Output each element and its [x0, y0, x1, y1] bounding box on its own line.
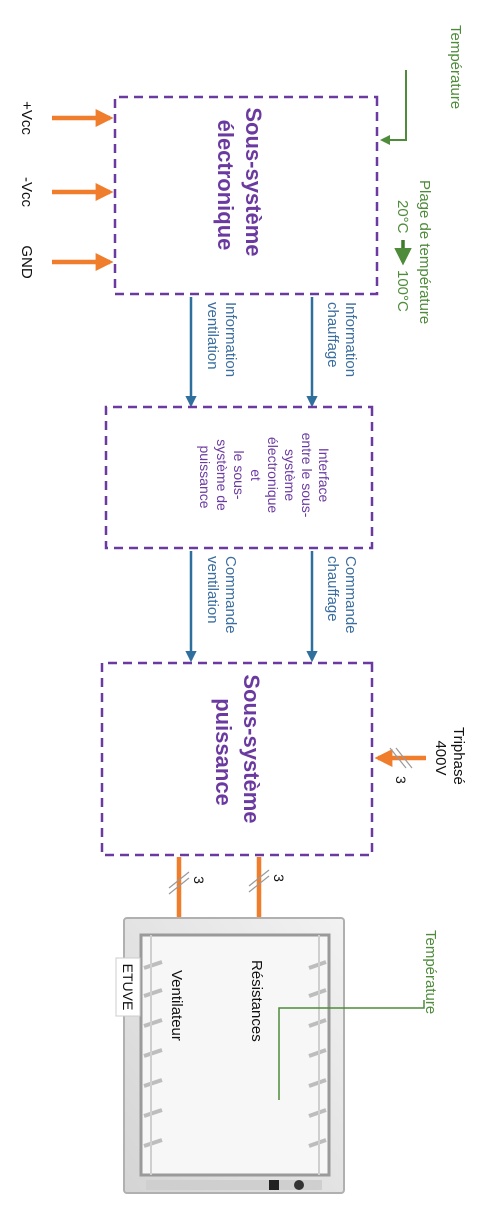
- supply-label-gnd: GND: [18, 245, 35, 279]
- cmd-ventilation-label: Commande ventilation: [204, 556, 239, 638]
- cmd-heating-line-2: chauffage: [324, 556, 341, 622]
- heater-wire-count: 3: [271, 874, 287, 882]
- info-ventilation-line-1: Information: [222, 302, 239, 377]
- oven-door-frame: [139, 933, 331, 1177]
- information-links: Information chauffage Information ventil…: [185, 297, 359, 408]
- three-phase-input: Triphasé 400V 3: [374, 727, 467, 789]
- command-links: Commande chauffage Commande ventilation: [185, 551, 359, 663]
- power-title-line-1: Sous-système: [239, 674, 264, 823]
- heater-wire-mark-2: [248, 875, 270, 893]
- fan-wire-count: 3: [191, 876, 207, 884]
- interface-line-7: système de: [214, 439, 230, 511]
- cmd-heating-label: Commande chauffage: [324, 556, 359, 638]
- interface-box-text: Interface entre le sous- système électro…: [197, 433, 332, 522]
- oven-name: ETUVE: [120, 964, 136, 1011]
- three-phase-line-1: Triphasé: [450, 727, 467, 785]
- interface-line-5: et: [248, 469, 264, 481]
- info-heating-line-2: chauffage: [324, 302, 341, 368]
- supply-label-plus-vcc: +Vcc: [18, 101, 35, 135]
- oven-racks: [143, 960, 327, 1148]
- temperature-input-arrow: [380, 70, 407, 145]
- power-subsystem-box: Sous-système puissance: [100, 661, 374, 857]
- interface-line-1: Interface: [316, 448, 332, 503]
- info-ventilation-line-2: ventilation: [204, 302, 221, 370]
- supply-plus-vcc: +Vcc: [18, 101, 114, 135]
- three-phase-line-2: 400V: [432, 740, 449, 775]
- electronics-subsystem-box: Sous-système électronique: [113, 95, 379, 296]
- oven-etuve: Résistances Ventilateur ETUVE Températur…: [115, 917, 439, 1194]
- interface-box: Interface entre le sous- système électro…: [104, 405, 374, 550]
- oven-temperature-label: Température: [422, 930, 439, 1014]
- electronics-title-line-1: Sous-système: [241, 107, 266, 256]
- oven-heaters-label: Résistances: [248, 960, 265, 1042]
- supply-minus-vcc: -Vcc: [18, 177, 114, 208]
- electronics-box-title: Sous-système électronique: [213, 107, 266, 262]
- power-box-title: Sous-système puissance: [211, 674, 264, 829]
- power-box-border: [100, 661, 374, 857]
- heater-wire-mark-1: [248, 869, 270, 887]
- oven-name-tag: [115, 957, 141, 1017]
- interface-line-6: le sous-: [231, 451, 247, 500]
- supply-label-minus-vcc: -Vcc: [18, 177, 35, 208]
- cmd-heating-line-1: Commande: [342, 556, 359, 634]
- temperature-input: Température Plage de température 20°C 10…: [380, 25, 464, 324]
- three-phase-wire-mark-2: [389, 747, 407, 769]
- fan-wire-mark-2: [168, 877, 190, 895]
- oven-knob-icon: [294, 1180, 304, 1190]
- temperature-range-from: 20°C: [394, 200, 411, 234]
- interface-line-4: électronique: [265, 437, 281, 513]
- three-phase-wire-count: 3: [393, 776, 409, 784]
- temperature-range-to: 100°C: [394, 270, 411, 312]
- info-ventilation-label: Information ventilation: [204, 302, 239, 381]
- interface-line-8: puissance: [197, 445, 213, 508]
- three-phase-wire-mark-1: [395, 747, 413, 769]
- interface-line-3: système: [282, 449, 298, 501]
- power-title-line-2: puissance: [211, 698, 236, 806]
- interface-box-border: [104, 405, 374, 550]
- cmd-ventilation-line-2: ventilation: [204, 556, 221, 624]
- supply-inputs: +Vcc -Vcc GND: [18, 101, 114, 279]
- temperature-range-label: Plage de température: [416, 180, 433, 324]
- oven-fan-label: Ventilateur: [168, 970, 185, 1041]
- info-heating-label: Information chauffage: [324, 302, 359, 381]
- info-heating-line-1: Information: [342, 302, 359, 377]
- three-phase-label: Triphasé 400V: [432, 727, 467, 789]
- oven-switch-icon: [269, 1180, 279, 1190]
- supply-gnd: GND: [18, 245, 114, 279]
- electronics-box-border: [113, 95, 379, 296]
- oven-temperature-line: [278, 1000, 425, 1100]
- temperature-label: Température: [447, 25, 464, 109]
- fan-wire-mark-1: [168, 871, 190, 889]
- electronics-title-line-2: électronique: [213, 120, 238, 251]
- cmd-ventilation-line-1: Commande: [222, 556, 239, 634]
- interface-line-2: entre le sous-: [299, 433, 315, 518]
